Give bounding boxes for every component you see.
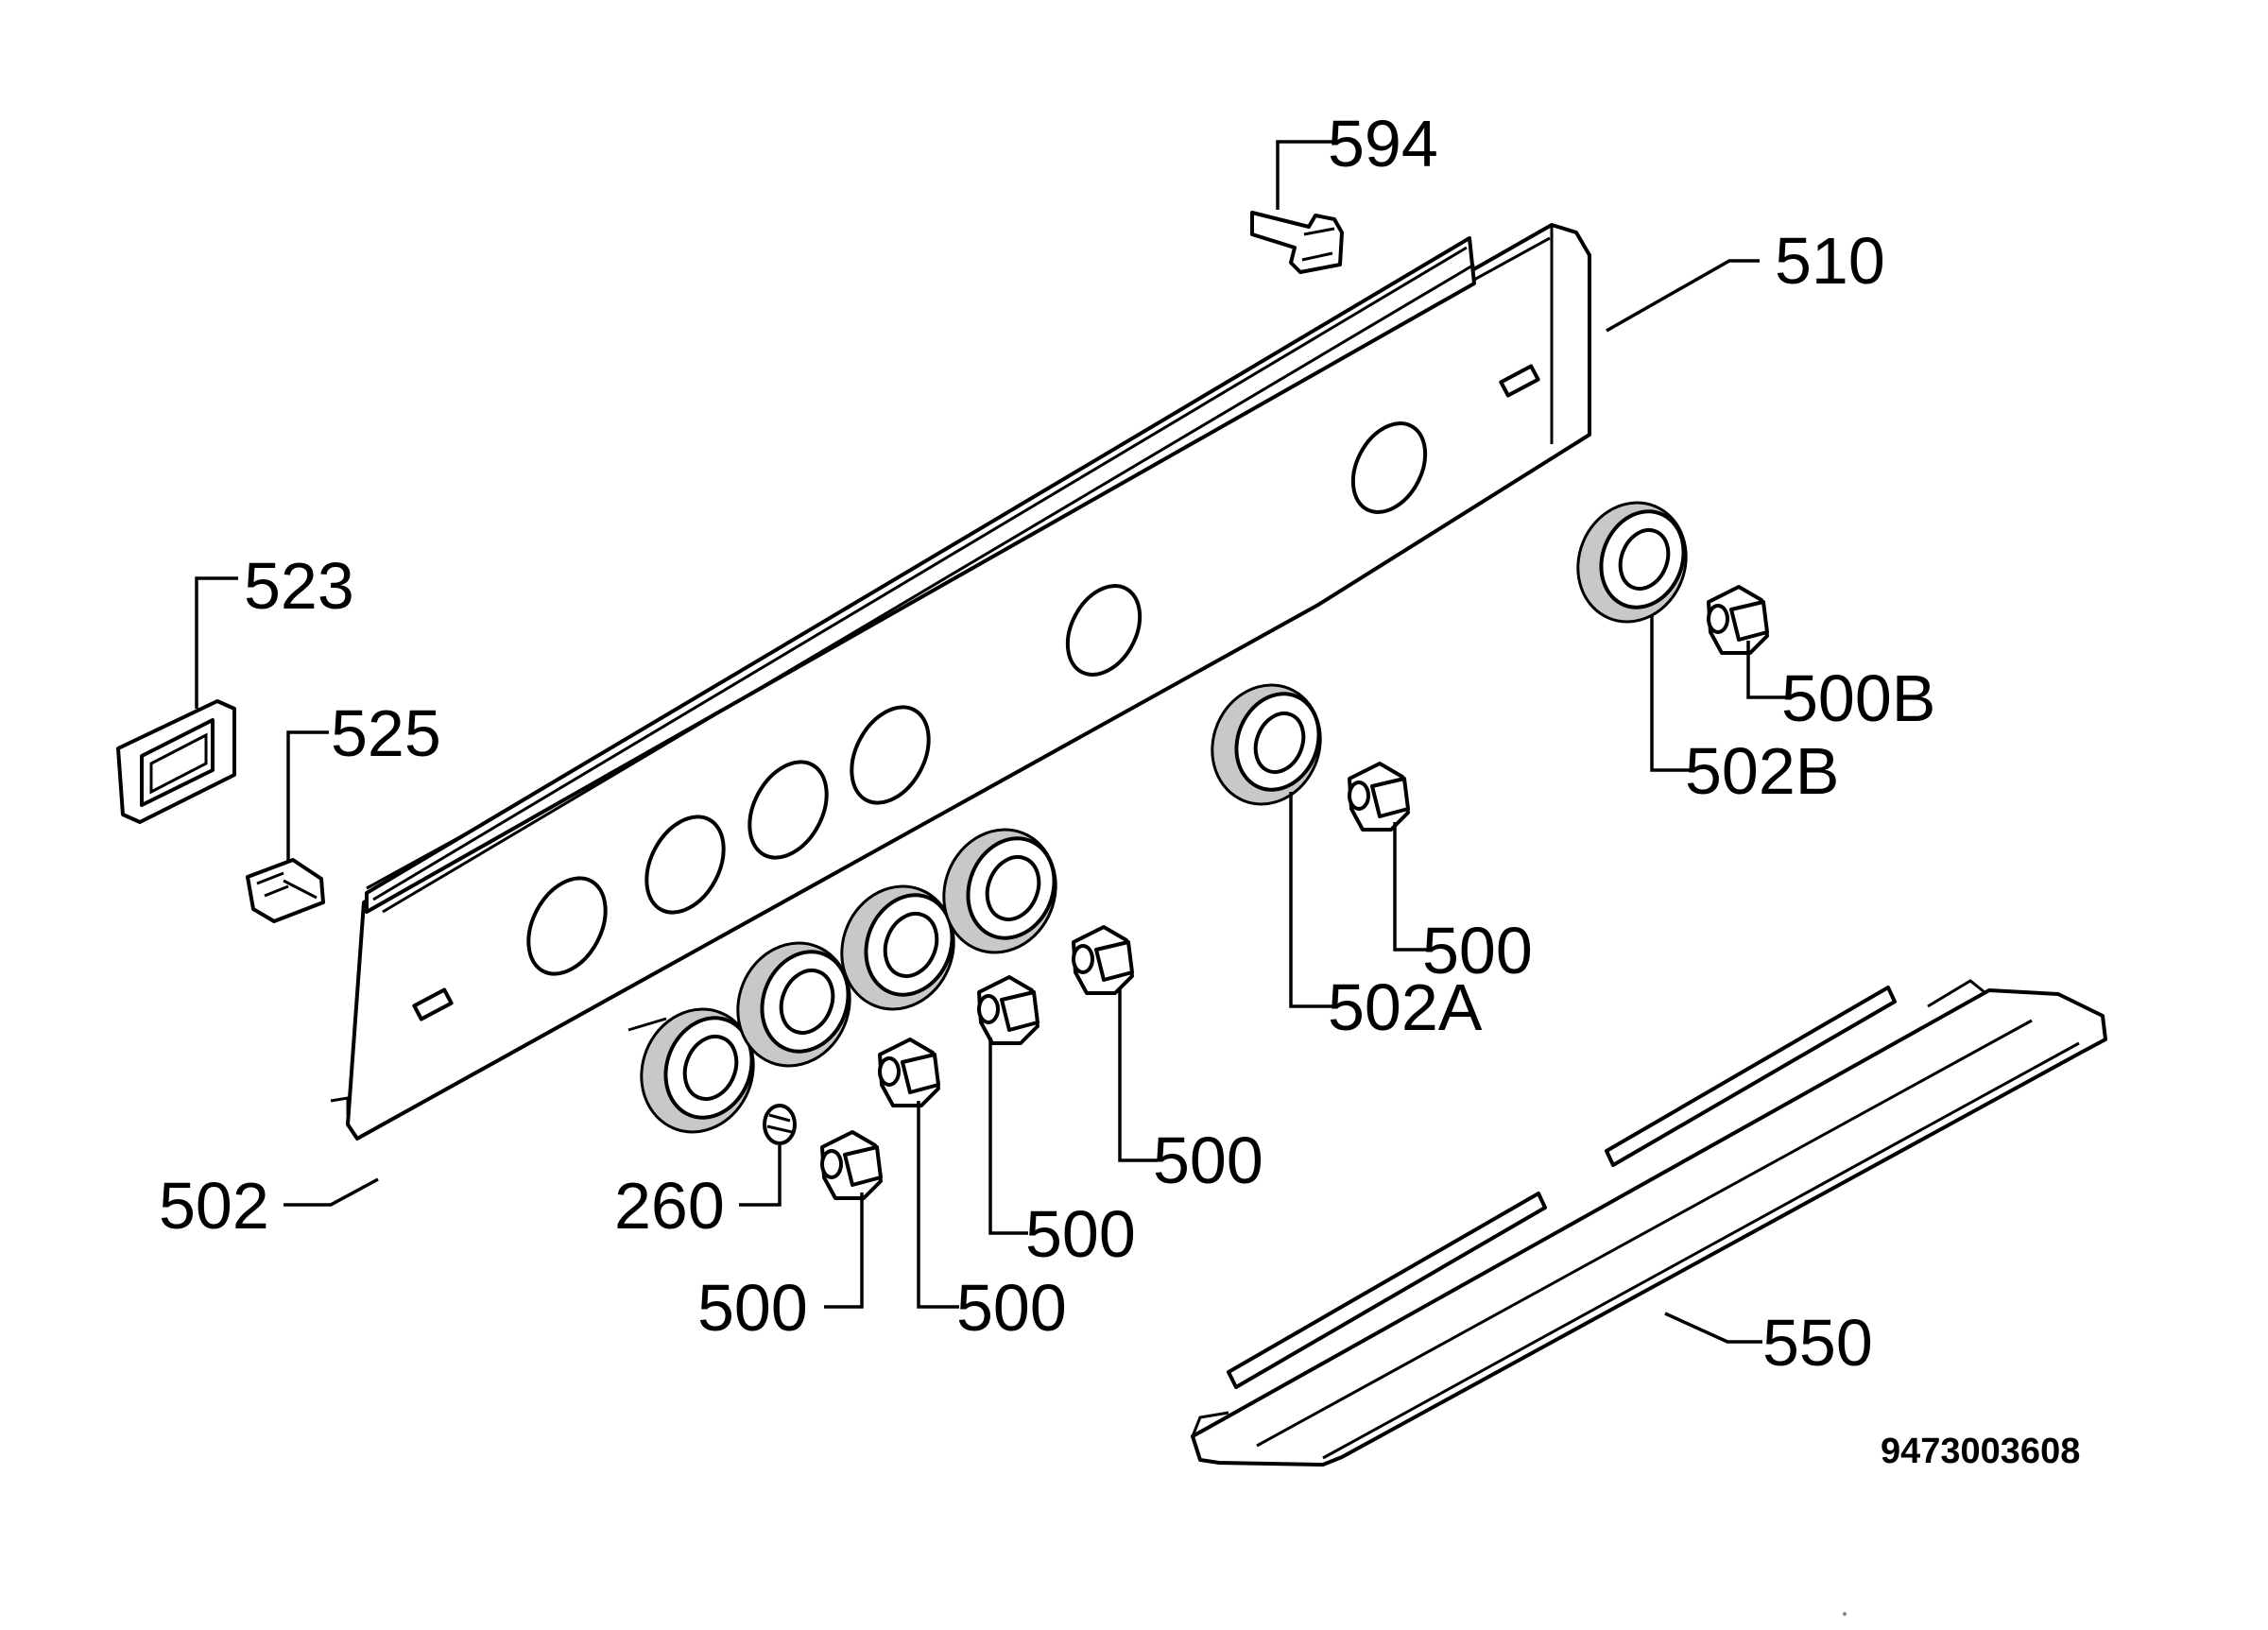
label-502b: 502B [1685,734,1839,808]
label-500-left: 500 [697,1271,808,1345]
bezel-502-group [627,828,1057,1134]
part-594 [1250,211,1344,274]
knob-500b [1707,585,1769,655]
label-500-mid-upper: 500 [1153,1124,1263,1197]
part-523 [116,699,236,824]
speck [1843,1612,1847,1616]
part-number-labels: 594 510 523 525 500B 502B 500 502A 500 5… [159,107,2080,1471]
knobs-500 [820,585,1769,1200]
label-500-mid: 500 [1025,1197,1136,1271]
label-550: 550 [1762,1306,1873,1380]
knob-500-1 [820,1130,883,1200]
document-number: 9473003608 [1881,1432,2080,1471]
control-panel-510 [330,223,1591,1141]
label-502: 502 [159,1169,269,1243]
bezel-502b [1576,501,1688,624]
bezel-502-2 [736,941,851,1068]
label-500-lower: 500 [956,1271,1067,1345]
knob-500-3 [977,975,1040,1045]
label-510: 510 [1775,224,1885,298]
part-260 [763,1104,797,1145]
label-525: 525 [331,696,441,770]
label-523: 523 [244,549,354,623]
part-525 [246,858,325,923]
label-500b: 500B [1781,661,1935,735]
bezel-502-1 [640,1007,755,1134]
label-260: 260 [614,1169,725,1243]
bezel-502-3 [840,884,955,1011]
label-502a: 502A [1328,970,1483,1044]
leader-lines [195,140,1786,1344]
knob-500-5 [1348,762,1410,832]
knob-500-2 [878,1038,940,1107]
bezel-502-4 [942,828,1057,954]
label-594: 594 [1328,107,1438,180]
knob-500-4 [1072,925,1134,995]
bezel-502a [1211,683,1322,806]
trim-strip-550 [1191,979,2107,1467]
label-500-right: 500 [1422,914,1533,987]
